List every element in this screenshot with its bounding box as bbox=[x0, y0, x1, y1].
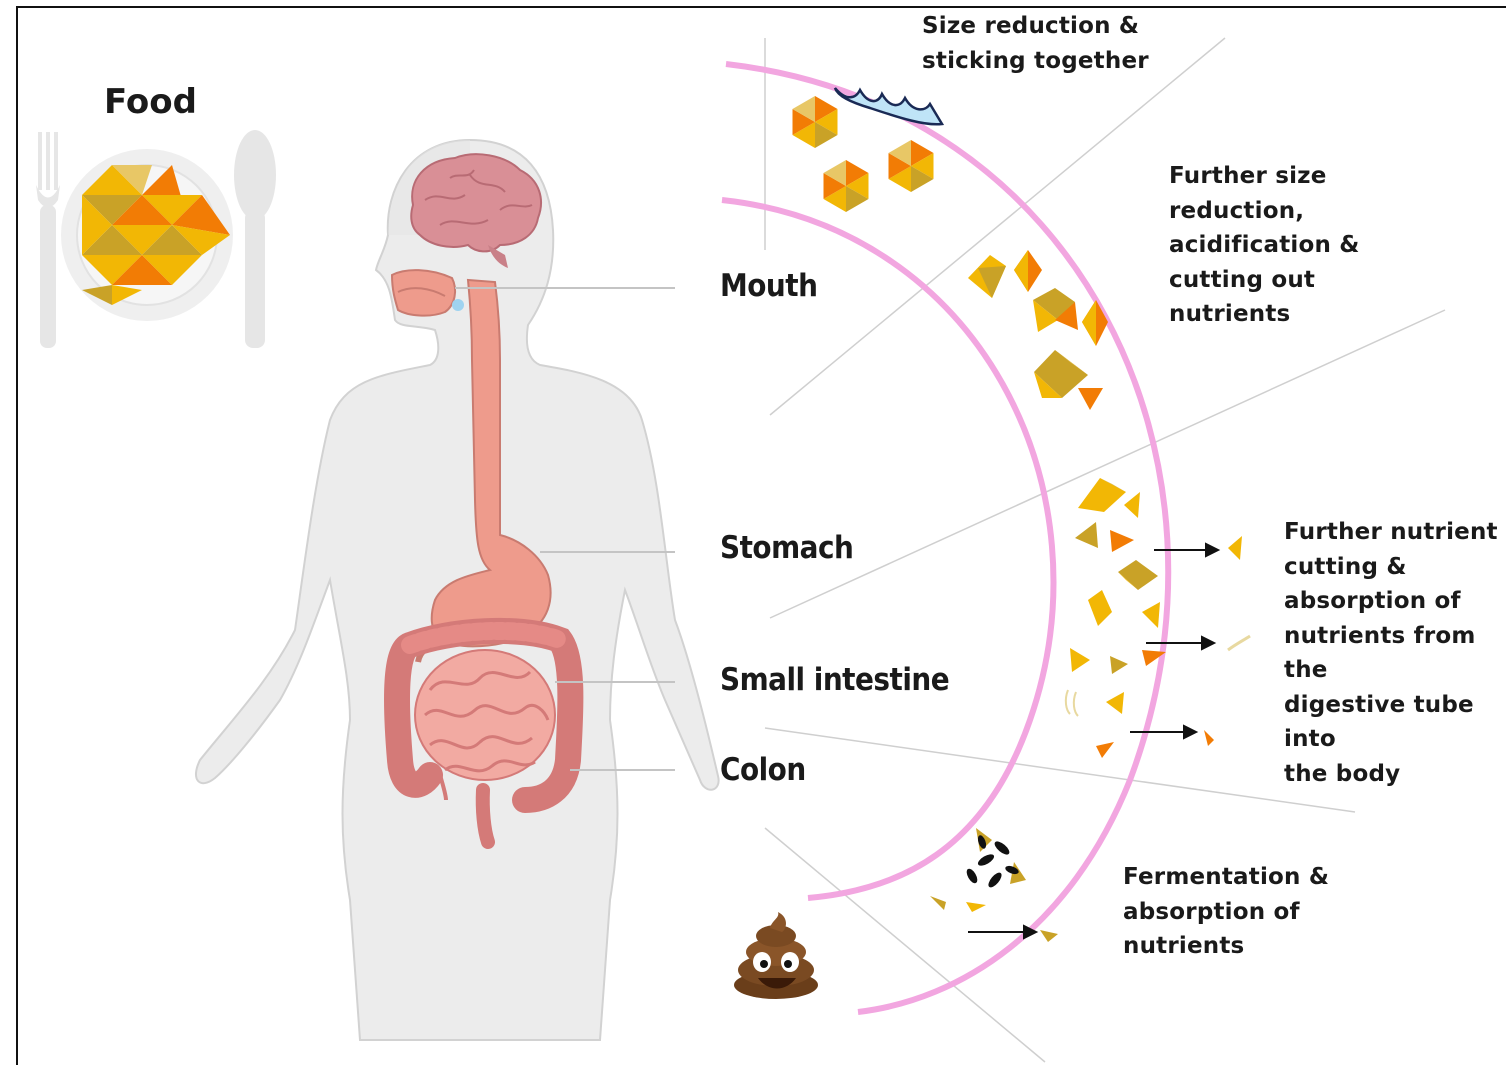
organ-label-stomach: Stomach bbox=[720, 530, 853, 566]
food-pieces-small-intestine bbox=[1066, 478, 1250, 758]
food-pieces-stomach bbox=[968, 250, 1108, 410]
stage-text-colon: Fermentation & absorption of nutrients bbox=[1123, 860, 1329, 964]
stage-text-mouth: Size reduction & sticking together bbox=[922, 9, 1149, 78]
spoon-icon bbox=[234, 130, 276, 348]
stage-text-small-intestine: Further nutrient cutting & absorption of… bbox=[1284, 515, 1506, 791]
organ-label-small-intestine: Small intestine bbox=[720, 662, 949, 698]
organ-label-colon: Colon bbox=[720, 752, 806, 788]
poop-icon bbox=[734, 912, 818, 999]
organ-label-mouth: Mouth bbox=[720, 268, 817, 304]
stage-text-stomach: Further size reduction, acidification & … bbox=[1169, 159, 1360, 332]
food-label: Food bbox=[104, 82, 197, 122]
fork-icon bbox=[36, 132, 60, 348]
small-intestine-organ bbox=[415, 650, 555, 780]
